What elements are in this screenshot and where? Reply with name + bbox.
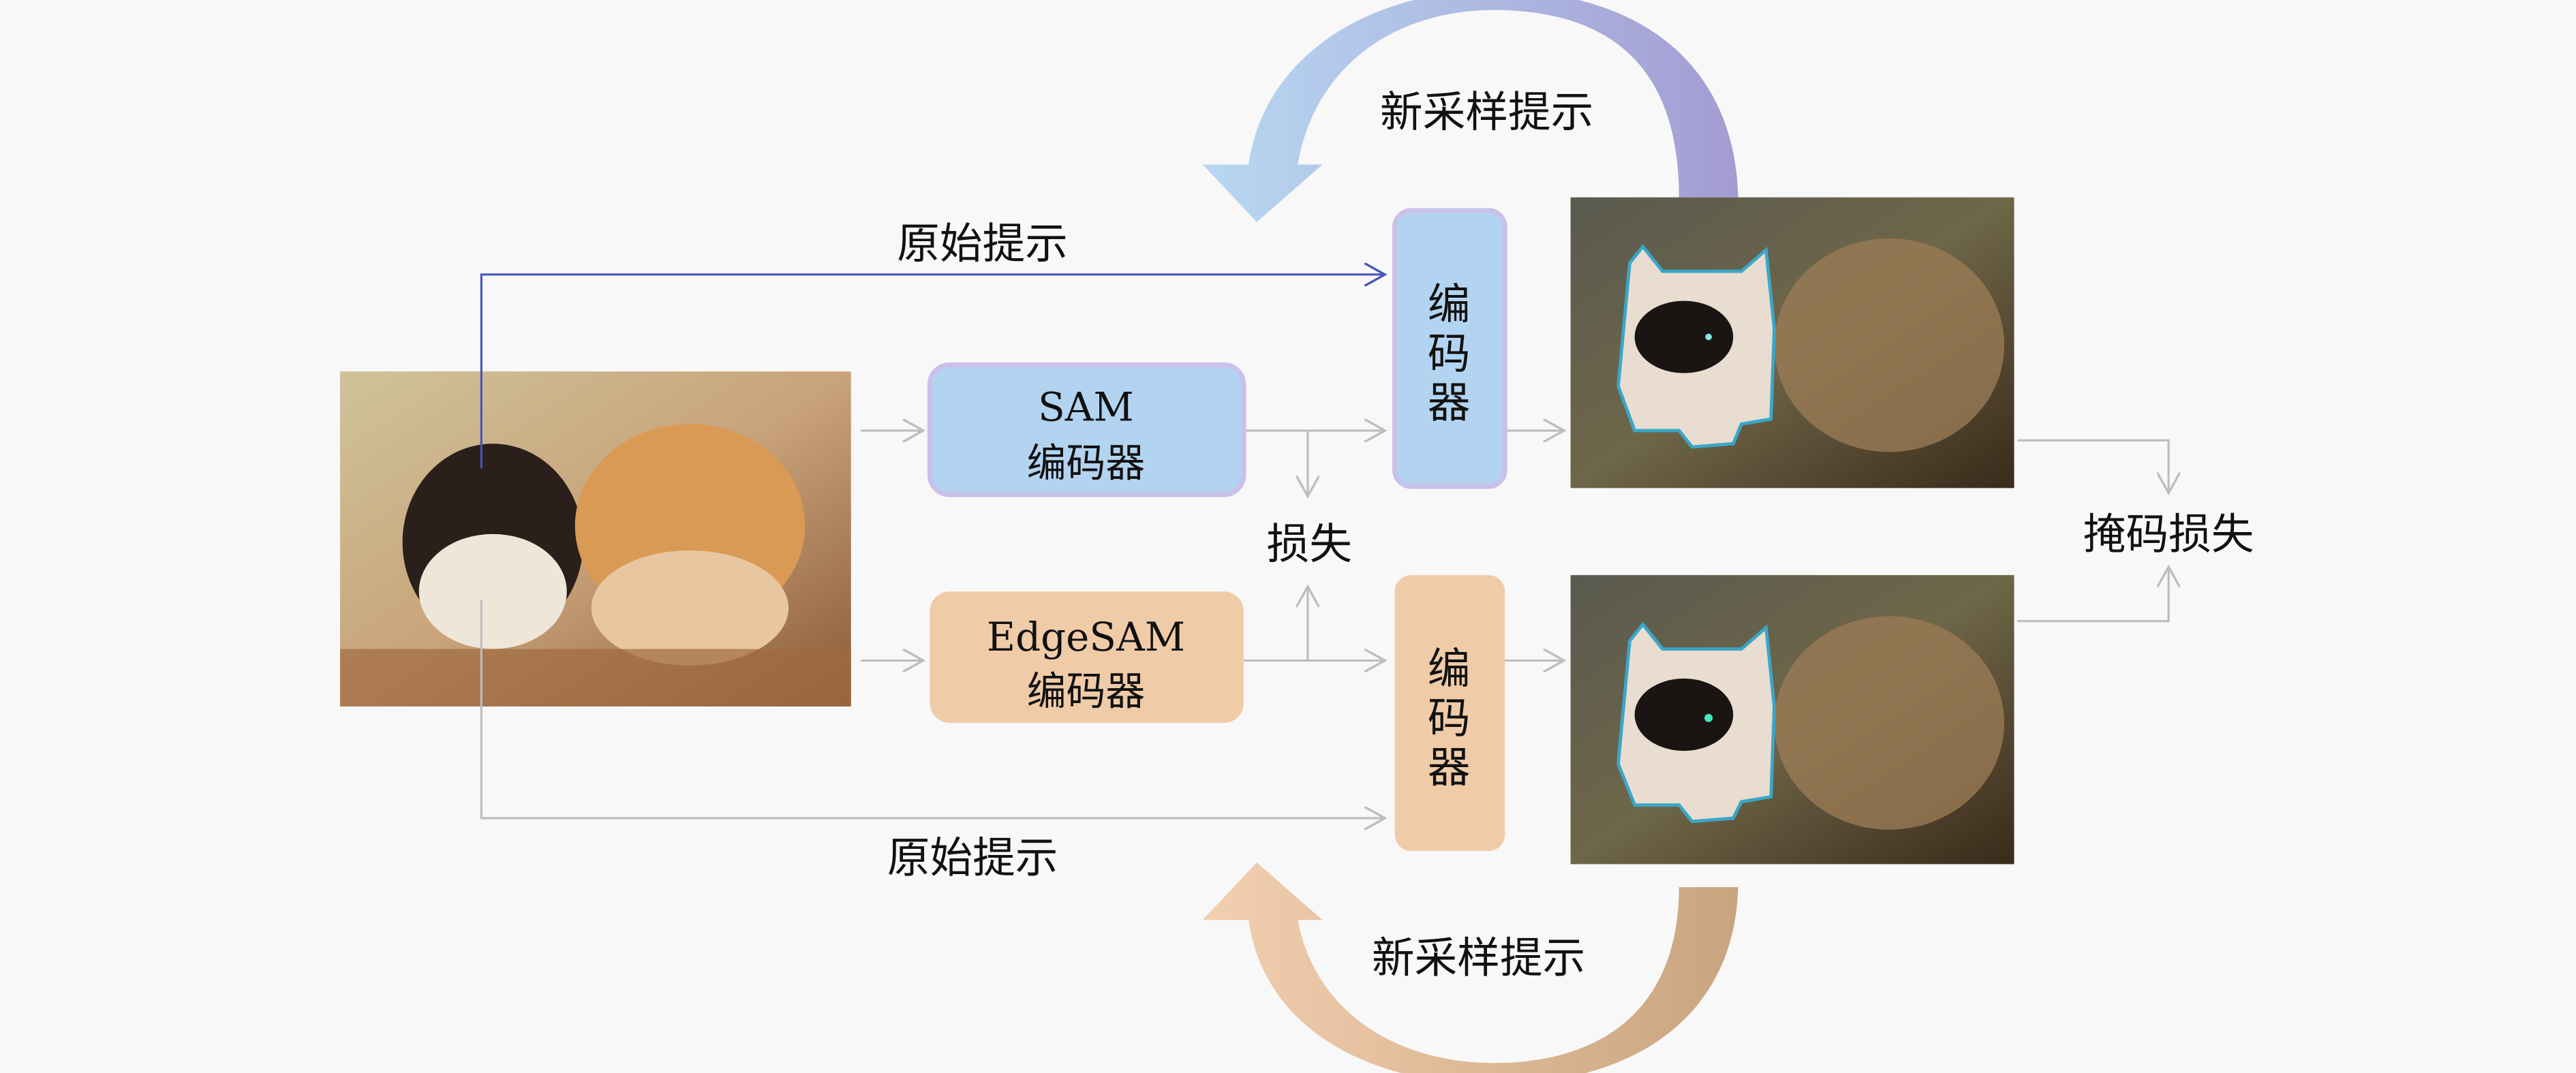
sam-encoder-box: SAM 编码器 bbox=[927, 362, 1246, 497]
resample-arc-top bbox=[1202, 0, 1738, 222]
original-prompt-top-label: 原始提示 bbox=[897, 219, 1068, 268]
resample-arc-bottom bbox=[1202, 862, 1738, 1073]
decoder-char: 器 bbox=[1428, 743, 1471, 792]
arrow-top-to-mask-loss bbox=[2017, 439, 2168, 493]
resample-prompt-top-label: 新采样提示 bbox=[1380, 87, 1593, 137]
mask-loss-label: 掩码损失 bbox=[2083, 510, 2254, 559]
input-cat-image bbox=[340, 371, 851, 707]
decoder-char: 器 bbox=[1428, 378, 1471, 428]
arrow-bottom-to-mask-loss bbox=[2017, 567, 2168, 623]
edgesam-encoder-title: EdgeSAM bbox=[987, 614, 1185, 660]
sam-encoder-title: SAM bbox=[1038, 384, 1134, 431]
original-prompt-arrow-top bbox=[480, 275, 1385, 469]
decoder-char: 编 bbox=[1428, 644, 1471, 694]
resample-prompt-bottom-label: 新采样提示 bbox=[1372, 933, 1585, 983]
decoder-char: 码 bbox=[1428, 328, 1471, 378]
decoder-char: 编 bbox=[1428, 279, 1471, 329]
edgesam-mask-output-image bbox=[1570, 575, 2014, 865]
original-prompt-arrow-bottom bbox=[480, 600, 1385, 818]
sam-decoder-box: 编 码 器 bbox=[1392, 208, 1507, 489]
sam-mask-output-image bbox=[1570, 197, 2014, 488]
loss-label: 损失 bbox=[1267, 519, 1352, 569]
sam-encoder-subtitle: 编码器 bbox=[1027, 440, 1146, 486]
decoder-char: 码 bbox=[1428, 694, 1471, 743]
edgesam-encoder-subtitle: 编码器 bbox=[1027, 668, 1146, 715]
edgesam-decoder-box: 编 码 器 bbox=[1394, 575, 1505, 852]
edgesam-encoder-box: EdgeSAM 编码器 bbox=[930, 591, 1244, 724]
original-prompt-bottom-label: 原始提示 bbox=[887, 833, 1058, 882]
